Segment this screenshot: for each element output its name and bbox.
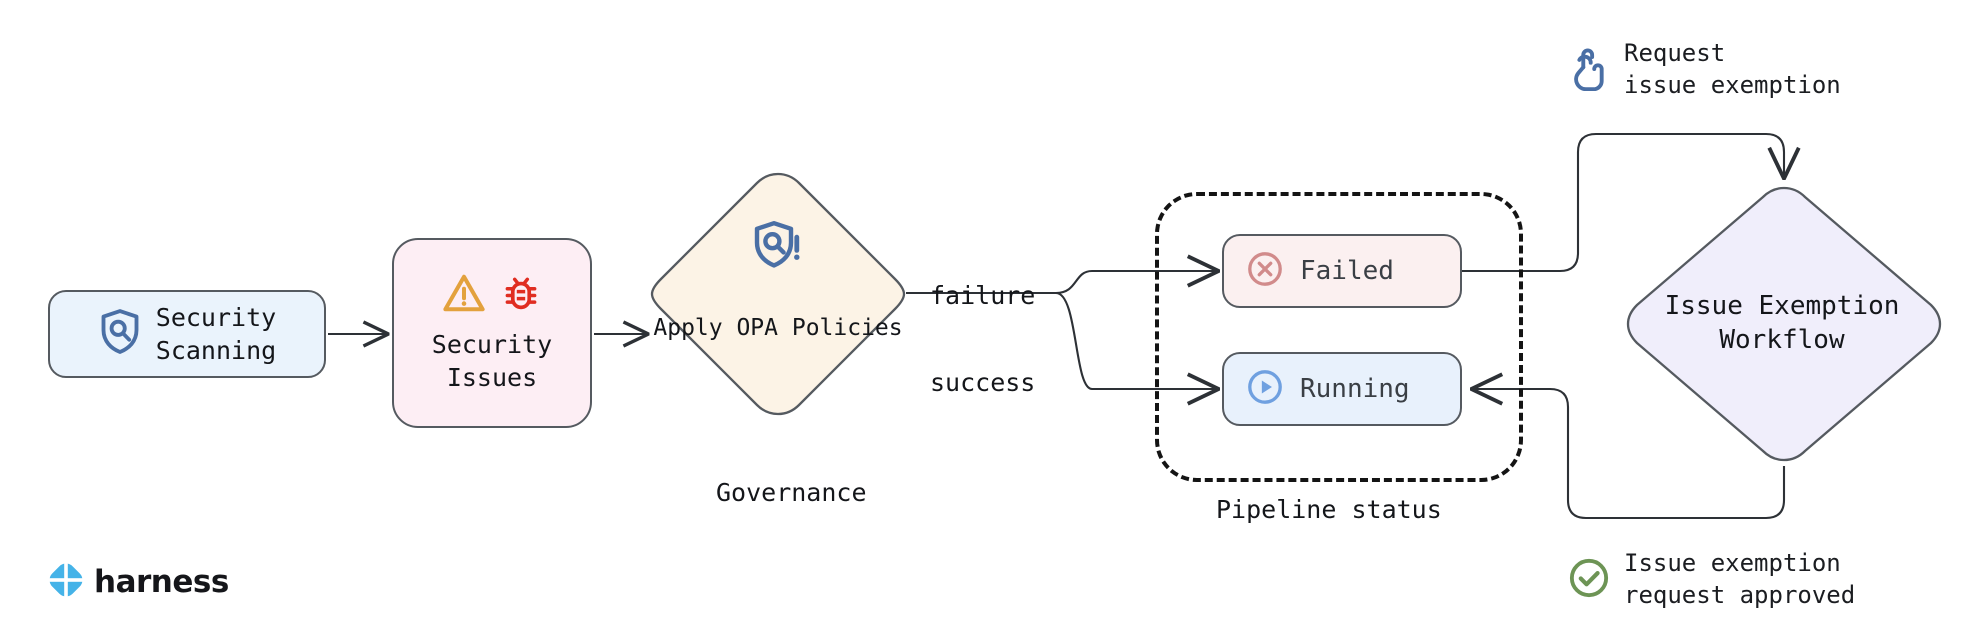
node-security-issues[interactable]: Security Issues (392, 238, 592, 428)
node-security-issues-label: Security Issues (431, 330, 553, 392)
brand-name: harness (94, 564, 229, 600)
play-circle-icon (1246, 368, 1284, 410)
caption-pipeline-status: Pipeline status (1216, 495, 1442, 524)
node-security-scanning[interactable]: Security Scanning (48, 290, 326, 378)
brand-harness: harness (48, 562, 229, 602)
annotation-request-text: Request issue exemption (1624, 39, 1841, 99)
bug-icon (500, 272, 542, 318)
shield-alert-icon (752, 220, 804, 278)
shield-search-icon (98, 308, 142, 360)
x-circle-icon (1246, 250, 1284, 292)
harness-logo-icon (48, 562, 84, 602)
annotation-approved-text: Issue exemption request approved (1624, 549, 1856, 609)
node-failed[interactable]: Failed (1222, 234, 1462, 308)
check-circle-icon (1568, 557, 1610, 603)
node-apply-opa-policies-label: Apply OPA Policies (653, 315, 903, 342)
annotation-request-issue-exemption: Request issue exemption (1570, 38, 1841, 102)
node-running-label: Running (1300, 373, 1410, 404)
node-failed-label: Failed (1300, 255, 1394, 286)
edge-label-success: success (930, 368, 1036, 397)
node-apply-opa-policies[interactable]: Apply OPA Policies (650, 172, 906, 414)
group-pipeline-status (1155, 192, 1523, 482)
node-security-scanning-label: Security Scanning (155, 303, 277, 365)
edge-label-failure: failure (930, 281, 1036, 310)
annotation-request-approved: Issue exemption request approved (1568, 548, 1855, 612)
node-running[interactable]: Running (1222, 352, 1462, 426)
node-issue-exemption-workflow[interactable]: Issue Exemption Workflow (1622, 186, 1942, 462)
warning-triangle-icon (442, 272, 486, 318)
security-issue-icons (442, 272, 542, 318)
node-issue-exemption-workflow-label: Issue Exemption Workflow (1664, 291, 1900, 355)
click-hand-icon (1570, 45, 1610, 95)
caption-governance: Governance (716, 478, 867, 507)
